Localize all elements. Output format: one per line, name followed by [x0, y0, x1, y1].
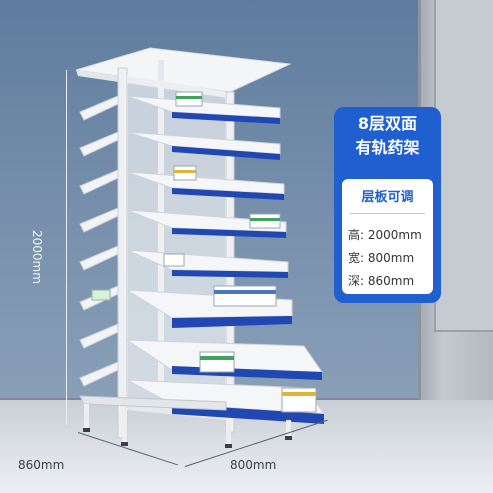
- height-dimension-label: 2000mm: [30, 230, 44, 284]
- feature-subtitle: 层板可调: [361, 190, 414, 205]
- depth-dimension-label: 860mm: [18, 458, 65, 472]
- spec-height: 高: 2000mm: [348, 228, 422, 242]
- spec-depth: 深: 860mm: [348, 274, 415, 288]
- width-dimension-label: 800mm: [230, 458, 277, 472]
- spec-panel: [342, 179, 433, 294]
- left-shelves: [79, 95, 119, 387]
- medicine-boxes: [91, 91, 317, 413]
- spec-width: 宽: 800mm: [348, 251, 415, 265]
- product-title-line-1: 8层双面: [357, 114, 418, 133]
- product-title: 8层双面 有轨药架: [334, 112, 441, 160]
- product-title-line-2: 有轨药架: [355, 138, 420, 157]
- spec-divider: [350, 213, 425, 214]
- height-dimension-line: [66, 70, 67, 425]
